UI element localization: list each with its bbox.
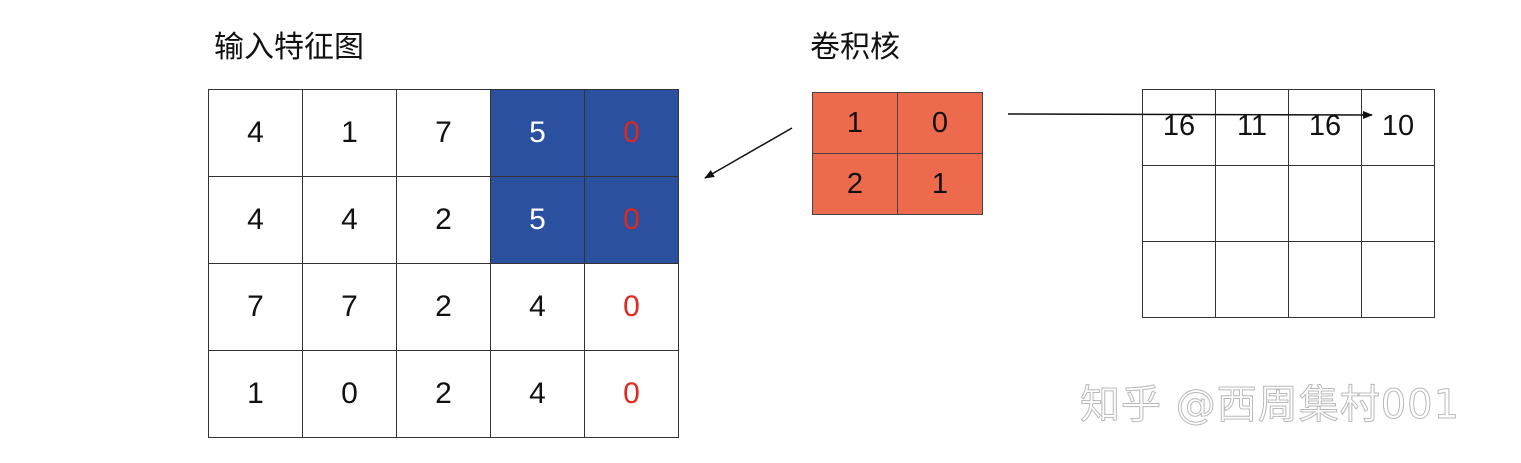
kernel-cell: 0 (897, 92, 983, 154)
input-cell: 7 (302, 263, 397, 351)
input-cell: 4 (208, 176, 303, 264)
input-cell: 7 (208, 263, 303, 351)
output-feature-map-grid: 16 11 16 10 (1142, 89, 1435, 318)
output-cell (1142, 165, 1216, 242)
output-cell (1215, 241, 1289, 318)
input-cell-highlighted: 5 (490, 89, 585, 177)
input-cell: 1 (208, 350, 303, 438)
kernel-cell: 1 (897, 153, 983, 215)
output-cell (1288, 241, 1362, 318)
output-cell: 16 (1288, 89, 1362, 166)
input-cell-highlighted-padding: 0 (584, 89, 679, 177)
input-row: 4 1 7 5 0 (208, 89, 679, 177)
kernel-to-output-arrow (1007, 110, 1373, 119)
output-cell (1142, 241, 1216, 318)
input-row: 1 0 2 4 0 (208, 350, 679, 438)
output-cell (1361, 165, 1435, 242)
input-cell: 0 (302, 350, 397, 438)
kernel-row: 2 1 (812, 153, 983, 215)
output-row (1142, 241, 1435, 318)
input-cell: 4 (490, 263, 585, 351)
output-row (1142, 165, 1435, 242)
output-cell (1361, 241, 1435, 318)
kernel-row: 1 0 (812, 92, 983, 154)
input-cell: 4 (208, 89, 303, 177)
kernel-cell: 1 (812, 92, 898, 154)
input-cell-highlighted-padding: 0 (584, 176, 679, 264)
kernel-to-input-arrow (704, 127, 793, 179)
watermark-text: 知乎 @西周集村001 (1079, 382, 1461, 429)
input-cell: 2 (396, 263, 491, 351)
kernel-cell: 2 (812, 153, 898, 215)
kernel-title: 卷积核 (810, 30, 900, 65)
input-cell: 2 (396, 350, 491, 438)
output-row: 16 11 16 10 (1142, 89, 1435, 166)
input-feature-map-grid: 4 1 7 5 0 4 4 2 5 0 7 7 2 4 0 1 0 2 4 0 (208, 89, 679, 438)
output-cell: 16 (1142, 89, 1216, 166)
input-cell-highlighted: 5 (490, 176, 585, 264)
input-cell: 2 (396, 176, 491, 264)
output-cell (1215, 165, 1289, 242)
input-cell-padding: 0 (584, 350, 679, 438)
input-row: 4 4 2 5 0 (208, 176, 679, 264)
input-cell: 7 (396, 89, 491, 177)
input-row: 7 7 2 4 0 (208, 263, 679, 351)
input-feature-map-title: 输入特征图 (214, 30, 364, 65)
output-cell (1288, 165, 1362, 242)
input-cell: 4 (302, 176, 397, 264)
input-cell: 4 (490, 350, 585, 438)
kernel-grid: 1 0 2 1 (812, 92, 983, 215)
